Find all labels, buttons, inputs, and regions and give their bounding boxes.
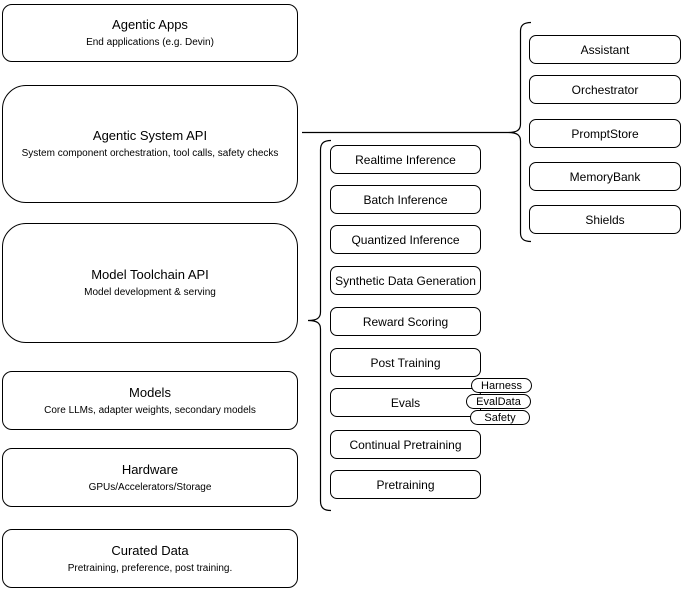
box-title: Agentic Apps <box>112 17 188 32</box>
system-box-orchestrator: Orchestrator <box>529 75 681 104</box>
system-box-memorybank: MemoryBank <box>529 162 681 191</box>
toolchain-box-evals: Evals <box>330 388 481 417</box>
system-box-label: PromptStore <box>571 126 639 141</box>
toolchain-box-post-training: Post Training <box>330 348 481 377</box>
toolchain-box-quantized-inference: Quantized Inference <box>330 225 481 254</box>
toolchain-box-reward-scoring: Reward Scoring <box>330 307 481 336</box>
stack-box-curated-data: Curated Data Pretraining, preference, po… <box>2 529 298 588</box>
toolchain-box-label: Realtime Inference <box>355 152 456 167</box>
toolchain-box-batch-inference: Batch Inference <box>330 185 481 214</box>
toolchain-box-label: Pretraining <box>376 477 435 492</box>
toolchain-box-continual-pretraining: Continual Pretraining <box>330 430 481 459</box>
eval-pill-harness: Harness <box>471 378 532 393</box>
brace-toolchain-components <box>307 139 332 512</box>
system-box-label: Orchestrator <box>571 82 639 97</box>
toolchain-box-realtime-inference: Realtime Inference <box>330 145 481 174</box>
eval-pill-safety: Safety <box>470 410 530 425</box>
system-box-assistant: Assistant <box>529 35 681 64</box>
system-box-promptstore: PromptStore <box>529 119 681 148</box>
box-subtitle: GPUs/Accelerators/Storage <box>88 481 212 493</box>
system-box-shields: Shields <box>529 205 681 234</box>
eval-pill-label: Safety <box>484 411 516 424</box>
stack-box-agentic-apps: Agentic Apps End applications (e.g. Devi… <box>2 4 298 62</box>
stack-box-hardware: Hardware GPUs/Accelerators/Storage <box>2 448 298 507</box>
box-subtitle: System component orchestration, tool cal… <box>21 148 279 159</box>
box-subtitle: Model development & serving <box>84 287 216 298</box>
toolchain-box-synthetic-data-generation: Synthetic Data Generation <box>330 266 481 295</box>
system-box-label: Assistant <box>580 42 630 57</box>
system-box-label: MemoryBank <box>569 169 641 184</box>
box-title: Models <box>129 384 171 400</box>
box-title: Agentic System API <box>92 128 208 143</box>
toolchain-box-pretraining: Pretraining <box>330 470 481 499</box>
box-title: Curated Data <box>111 542 189 558</box>
toolchain-box-label: Reward Scoring <box>362 314 449 329</box>
toolchain-box-label: Evals <box>390 395 421 410</box>
stack-box-model-toolchain-api: Model Toolchain API Model development & … <box>2 223 298 343</box>
stack-box-models: Models Core LLMs, adapter weights, secon… <box>2 371 298 430</box>
stack-box-agentic-system-api: Agentic System API System component orch… <box>2 85 298 203</box>
box-subtitle: End applications (e.g. Devin) <box>86 37 214 48</box>
toolchain-box-label: Synthetic Data Generation <box>335 273 476 288</box>
brace-system-components <box>507 21 532 243</box>
toolchain-box-label: Post Training <box>370 355 441 370</box>
eval-pill-evaldata: EvalData <box>466 394 531 409</box>
box-subtitle: Pretraining, preference, post training. <box>67 562 233 574</box>
eval-pill-label: EvalData <box>476 395 521 408</box>
box-title: Model Toolchain API <box>91 267 209 282</box>
toolchain-box-label: Batch Inference <box>363 192 448 207</box>
box-title: Hardware <box>121 461 179 477</box>
eval-pill-label: Harness <box>481 379 522 392</box>
toolchain-box-label: Quantized Inference <box>351 232 460 247</box>
toolchain-box-label: Continual Pretraining <box>349 437 462 452</box>
box-subtitle: Core LLMs, adapter weights, secondary mo… <box>44 404 256 416</box>
system-box-label: Shields <box>585 212 625 227</box>
